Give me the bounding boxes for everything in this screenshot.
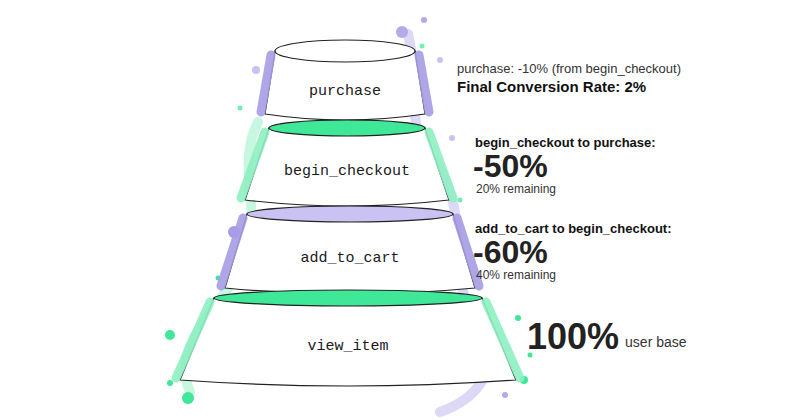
- side-band: [486, 302, 520, 378]
- funnel-tier: purchase: [265, 40, 425, 120]
- percentage-figure: 100%: [527, 317, 619, 357]
- tier-label: purchase: [309, 83, 381, 100]
- funnel-tier-shape: [265, 40, 425, 120]
- side-band: [241, 132, 265, 198]
- tier-body: [180, 298, 516, 386]
- side-band: [429, 132, 453, 198]
- annotation-text: purchase: -10% (from begin_checkout): [457, 62, 681, 76]
- side-band: [176, 302, 210, 378]
- tier-body: [225, 214, 475, 294]
- annotation-text: 40% remaining: [476, 269, 556, 282]
- tier-label: view_item: [307, 338, 388, 355]
- percentage-figure: -60%: [473, 235, 548, 270]
- annotation-text: 20% remaining: [476, 183, 556, 196]
- side-band: [221, 218, 243, 286]
- tier-body: [245, 128, 449, 206]
- side-band: [261, 55, 271, 112]
- tier-label: add_to_cart: [300, 250, 399, 267]
- side-band: [419, 55, 429, 112]
- tier-top: [247, 206, 453, 222]
- tier-top: [275, 40, 415, 62]
- tier-top: [214, 290, 482, 306]
- tier-top: [269, 120, 425, 136]
- annotation-text: user base: [625, 335, 686, 350]
- annotation-text: Final Conversion Rate: 2%: [457, 79, 646, 96]
- tier-label: begin_checkout: [284, 163, 410, 180]
- funnel-tier: begin_checkout: [245, 120, 449, 206]
- percentage-figure: -50%: [473, 149, 548, 184]
- funnel-tier: add_to_cart: [225, 206, 475, 294]
- funnel-tier: view_item: [180, 290, 516, 386]
